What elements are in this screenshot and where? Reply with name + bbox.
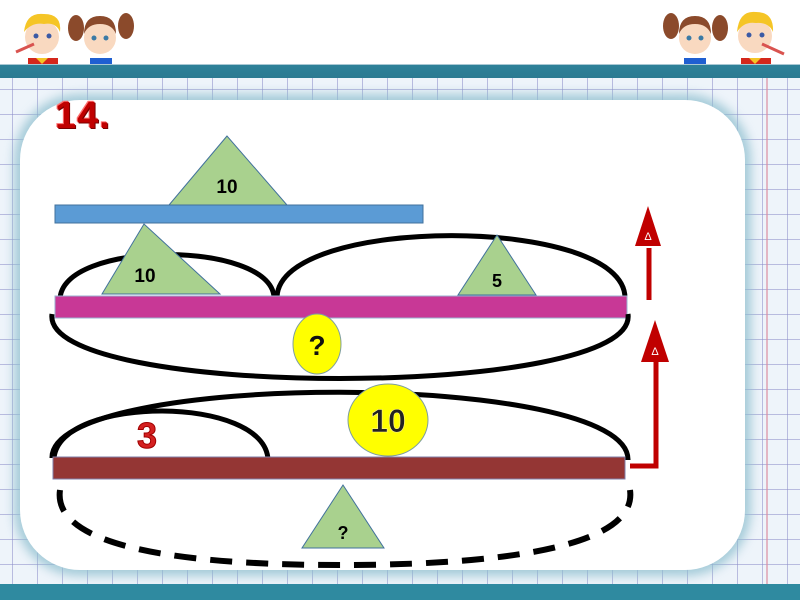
bottom-total-oval [347,383,429,457]
up-arrow-top: Δ [635,206,661,300]
bottom-difference-label: ? [338,523,349,543]
middle-left-triangle [101,223,222,295]
girl-icon [663,13,728,68]
kids-left-illustration [15,13,134,68]
bottom-total-label: 10 [370,403,406,439]
problem-number: 14. [55,95,111,137]
middle-right-arc [274,233,628,299]
kids-right-illustration [663,11,785,68]
bottom-bar [52,456,626,480]
top-bar [54,204,424,224]
bottom-difference-triangle [301,484,385,549]
grid-margin-line [766,78,768,584]
top-triangle-label: 10 [216,177,237,198]
bottom-left-arc [51,408,271,461]
middle-total-oval [292,313,342,375]
svg-text:Δ: Δ [651,346,659,358]
svg-text:Δ: Δ [644,231,652,243]
middle-bar [54,295,628,319]
up-arrow-bottom: Δ [630,320,669,469]
bottom-left-label: 3 [137,415,157,456]
middle-total-arc [49,313,631,381]
bottom-rail [0,584,800,600]
boy-icon [15,13,61,68]
girl-icon [68,13,134,68]
content-card [20,100,745,570]
middle-total-label: ? [308,330,325,361]
bottom-difference-dashed-arc [56,489,634,569]
middle-right-label: 5 [492,271,502,291]
boy-icon [737,11,785,68]
middle-right-triangle [457,234,537,296]
top-rail [0,64,800,79]
middle-left-label: 10 [134,266,155,287]
